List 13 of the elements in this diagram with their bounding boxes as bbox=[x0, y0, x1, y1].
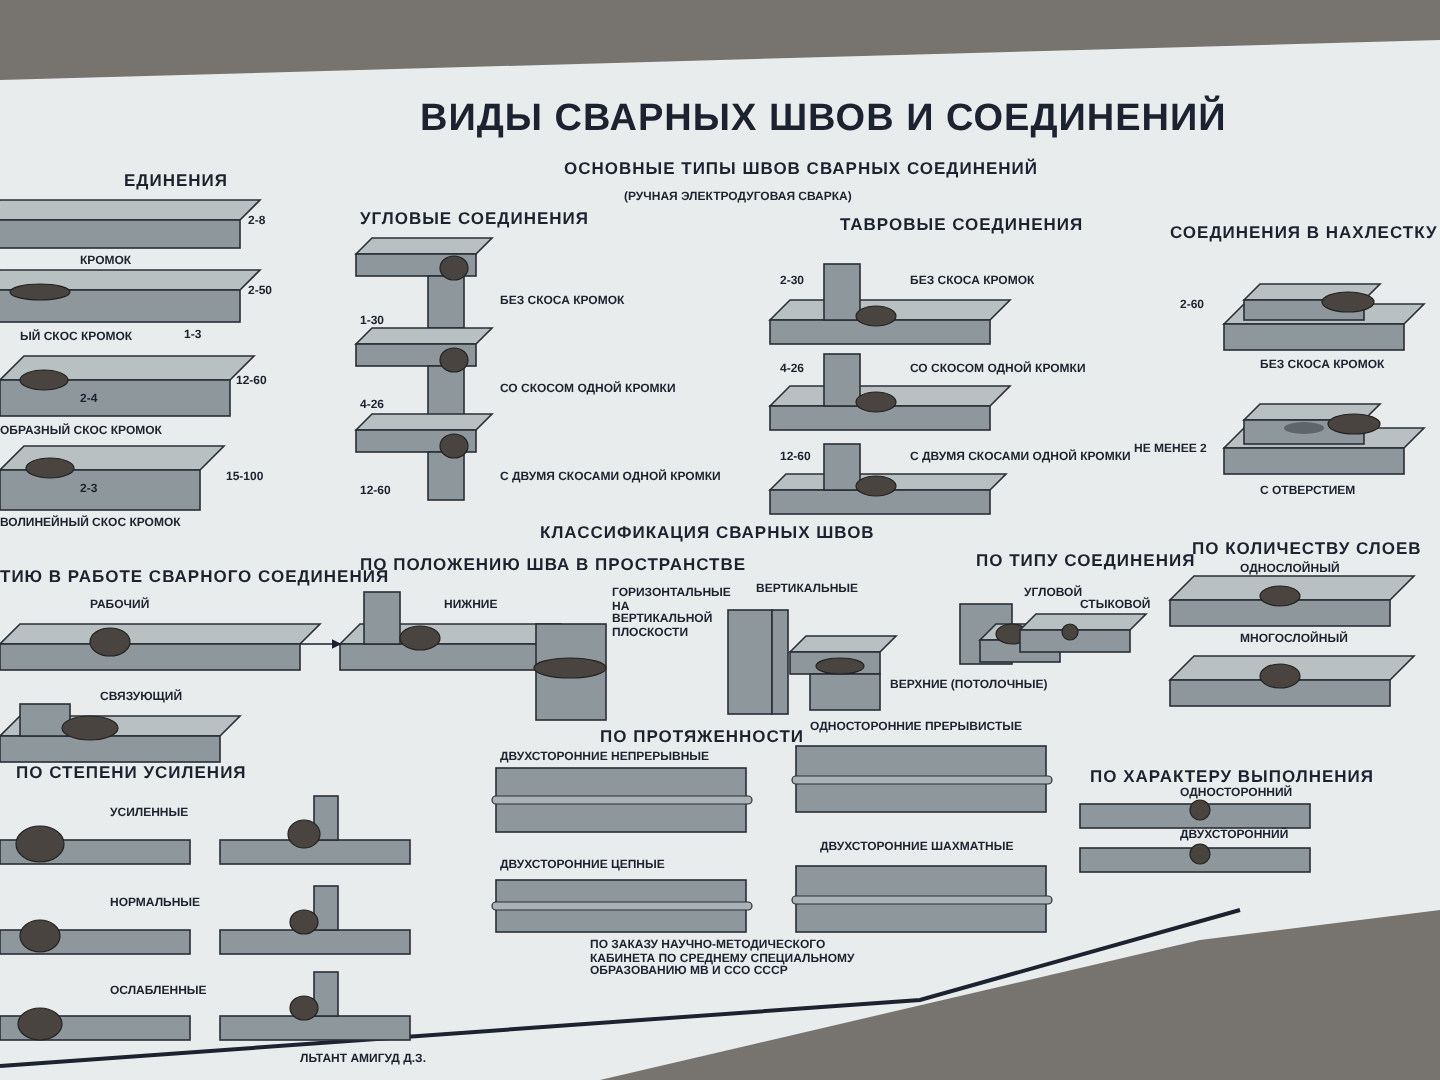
section-heading: ОСНОВНЫЕ ТИПЫ ШВОВ СВАРНЫХ СОЕДИНЕНИЙ bbox=[564, 160, 1038, 179]
section-heading: ТИЮ В РАБОТЕ СВАРНОГО СОЕДИНЕНИЯ bbox=[0, 568, 390, 587]
section-heading: ПО ПРОТЯЖЕННОСТИ bbox=[600, 728, 805, 747]
poster-title: ВИДЫ СВАРНЫХ ШВОВ И СОЕДИНЕНИЙ bbox=[420, 100, 1227, 142]
section-heading: СОЕДИНЕНИЯ В НАХЛЕСТКУ bbox=[1170, 224, 1438, 243]
section-heading: ПО ХАРАКТЕРУ ВЫПОЛНЕНИЯ bbox=[1090, 768, 1375, 786]
section-heading: ПО КОЛИЧЕСТВУ СЛОЕВ bbox=[1192, 540, 1422, 558]
section-heading: ПО СТЕПЕНИ УСИЛЕНИЯ bbox=[16, 764, 247, 783]
section-heading: КЛАССИФИКАЦИЯ СВАРНЫХ ШВОВ bbox=[540, 524, 875, 543]
section-heading: ЕДИНЕНИЯ bbox=[124, 172, 228, 191]
section-heading: ПО ТИПУ СОЕДИНЕНИЯ bbox=[976, 552, 1196, 571]
section-heading: УГЛОВЫЕ СОЕДИНЕНИЯ bbox=[360, 210, 589, 229]
section-heading: ТАВРОВЫЕ СОЕДИНЕНИЯ bbox=[840, 216, 1084, 235]
